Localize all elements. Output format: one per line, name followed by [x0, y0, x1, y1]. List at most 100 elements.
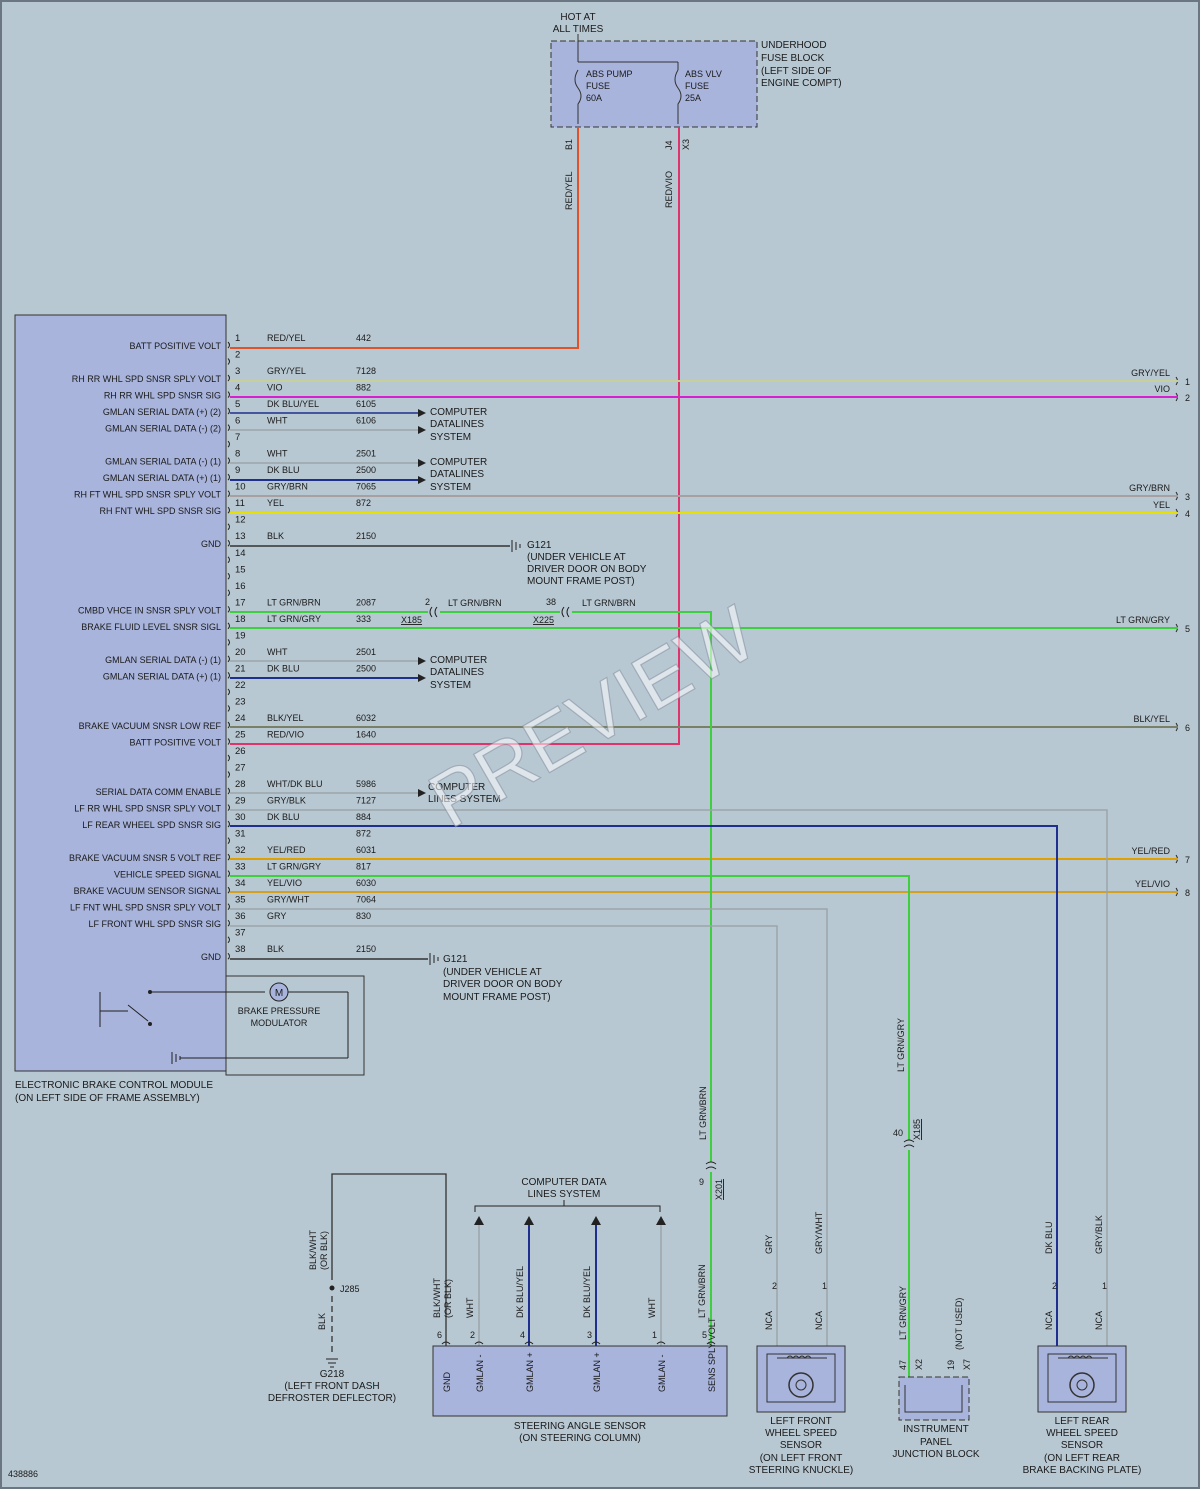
pin-function: RH RR WHL SPD SNSR SIG — [104, 391, 221, 401]
fuse1-line3: 60A — [586, 93, 602, 103]
sas-pin-function: GND — [442, 1372, 452, 1393]
lf-wheel-speed-sensor: 2 1 NCA NCA GRY GRY/WHT LEFT FRONT WHEEL… — [749, 1211, 853, 1476]
sas-pin-wire: DK BLU/YEL — [582, 1266, 592, 1318]
wire-color: BLK — [267, 531, 284, 541]
datalines-group-1: COMPUTER DATALINES SYSTEM — [230, 407, 487, 443]
pin-number: 21 — [235, 663, 246, 674]
x201-wire: LT GRN/BRN — [698, 1086, 708, 1140]
pin-function: LF FRONT WHL SPD SNSR SIG — [88, 919, 221, 929]
wire-color: GRY — [267, 911, 286, 921]
pin-function: LF REAR WHEEL SPD SNSR SIG — [82, 820, 221, 830]
circuit-number: 2150 — [356, 531, 376, 541]
pin-terminal-icon — [227, 738, 230, 745]
g218-2: (LEFT FRONT DASH — [284, 1381, 379, 1392]
x185-name: X185 — [401, 615, 422, 625]
right-wire-label: VIO — [1154, 384, 1170, 394]
j285-wire-top: BLK/WHT — [308, 1229, 318, 1270]
pin-function: GMLAN SERIAL DATA (-) (2) — [105, 424, 221, 434]
ebcm-name-2: (ON LEFT SIDE OF FRAME ASSEMBLY) — [15, 1093, 200, 1104]
pin-terminal-icon — [227, 853, 230, 861]
ground-icon — [326, 1358, 338, 1368]
fuse-block-name-2: FUSE BLOCK — [761, 53, 825, 64]
sas-name-2: (ON STEERING COLUMN) — [519, 1433, 641, 1444]
dl1-line3: SYSTEM — [430, 432, 471, 443]
tone-ring-hub — [1076, 1379, 1088, 1391]
ground-icon — [429, 953, 439, 965]
circuit-number: 442 — [356, 333, 371, 343]
right-wire-label: GRY/YEL — [1131, 368, 1170, 378]
wire-color: LT GRN/BRN — [267, 597, 321, 607]
fuse-wire-red-vio: RED/VIO — [664, 171, 674, 208]
sas-pin-wire: DK BLU/YEL — [515, 1266, 525, 1318]
fuse-pin-b1: B1 — [564, 139, 574, 150]
pin-terminal-icon — [227, 639, 230, 646]
circuit-number: 7128 — [356, 366, 376, 376]
dl1-line2: DATALINES — [430, 419, 484, 430]
arrow-icon — [418, 426, 426, 434]
pin-terminal-icon — [227, 919, 230, 927]
pin-terminal-icon — [227, 952, 230, 960]
pin-terminal-icon — [227, 886, 230, 894]
pin-number: 19 — [235, 630, 246, 641]
lf-nca-2: NCA — [764, 1311, 774, 1330]
pin-terminal-icon — [227, 622, 230, 630]
wire-1640-red-vio — [230, 127, 680, 745]
pin-function: GMLAN SERIAL DATA (+) (2) — [103, 407, 221, 417]
wire-color: WHT — [267, 449, 288, 459]
switch-blade — [127, 1004, 149, 1022]
wire-color: DK BLU — [267, 465, 300, 475]
j285-label: J285 — [340, 1284, 360, 1294]
right-connector-number: 5 — [1185, 624, 1190, 634]
fuse-block-name-3: (LEFT SIDE OF — [761, 66, 831, 77]
wire-color: VIO — [267, 383, 283, 393]
sas-pin-number: 2 — [470, 1330, 475, 1340]
pin-terminal-icon — [227, 787, 230, 795]
pin-terminal-icon — [227, 655, 230, 663]
circuit-number: 6032 — [356, 713, 376, 723]
wire-817-seg1 — [230, 875, 910, 1140]
pin-number: 36 — [235, 911, 246, 922]
connector-icon — [429, 606, 438, 618]
pin-number: 7 — [235, 432, 240, 443]
lr-sensor-inner — [1047, 1353, 1117, 1403]
datalines-group-3: COMPUTER DATALINES SYSTEM — [230, 655, 487, 691]
pin-terminal-icon — [227, 506, 230, 514]
pin-terminal-icon — [227, 358, 230, 365]
sas-pin-number: 6 — [437, 1330, 442, 1340]
pin-terminal-icon — [524, 1341, 534, 1345]
pin-number: 18 — [235, 614, 246, 625]
pin-terminal-icon — [227, 837, 230, 844]
pin-number: 13 — [235, 531, 246, 542]
preview-watermark: PREVIEW — [415, 588, 771, 844]
g121-b-4: MOUNT FRAME POST) — [443, 992, 551, 1003]
fuse2-line3: 25A — [685, 93, 701, 103]
pin-terminal-icon — [227, 341, 230, 349]
lr-name-2: WHEEL SPEED — [1046, 1428, 1118, 1439]
x185b-pin: 40 — [893, 1128, 903, 1138]
arrow-icon — [418, 409, 426, 417]
circuit-number: 7127 — [356, 796, 376, 806]
modulator-label-1: BRAKE PRESSURE — [238, 1006, 321, 1016]
sas-pin-function: GMLAN - — [657, 1354, 667, 1392]
sas-pin-wire: BLK/WHT — [432, 1277, 442, 1318]
wire-color: WHT — [267, 647, 288, 657]
pin-terminal-icon — [227, 605, 230, 613]
pin-number: 30 — [235, 812, 246, 823]
lr-sensor-box — [1037, 1345, 1127, 1413]
coil-icon — [786, 1355, 812, 1359]
arrow-up-icon — [656, 1216, 666, 1225]
arrow-icon — [418, 789, 426, 797]
circuit-number: 830 — [356, 911, 371, 921]
circuit-number: 7065 — [356, 482, 376, 492]
ipjb-wire-1: LT GRN/GRY — [898, 1286, 908, 1340]
arrow-up-icon — [524, 1216, 534, 1225]
circuit-number: 872 — [356, 829, 371, 839]
pin-number: 14 — [235, 548, 246, 559]
pin-function: RH FT WHL SPD SNSR SPLY VOLT — [74, 490, 222, 500]
pin-function: GMLAN SERIAL DATA (+) (1) — [103, 473, 221, 483]
circuit-number: 2501 — [356, 449, 376, 459]
